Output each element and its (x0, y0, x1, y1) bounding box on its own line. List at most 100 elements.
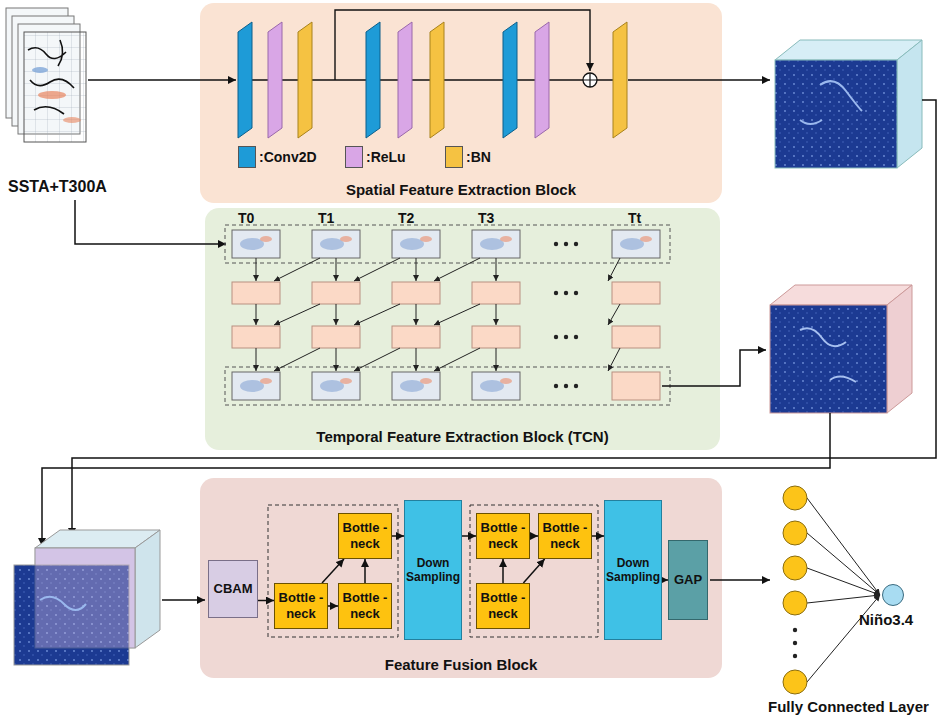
bottleneck-box: Bottle -neck (476, 513, 530, 559)
bottleneck-box: Bottle -neck (338, 583, 392, 629)
drawing-stroke (500, 236, 512, 242)
drawing-stroke (336, 304, 337, 325)
ellipsis-dot (554, 384, 558, 388)
box-label: Bottle -neck (341, 520, 389, 551)
input-arrow (75, 200, 226, 244)
drawing-stroke (496, 348, 497, 371)
tcn-unit (472, 282, 520, 304)
drawing-stroke (274, 304, 320, 325)
fc-layer (783, 486, 880, 694)
ellipsis-dot (574, 384, 578, 388)
tcn-unit (612, 282, 660, 304)
legend-swatch (445, 146, 463, 168)
ellipsis-dot (793, 641, 797, 645)
drawing-stroke (354, 304, 400, 325)
legend-text: :BN (466, 149, 491, 165)
timestep-label: T3 (478, 210, 494, 226)
connector-arrow (462, 535, 476, 537)
connector-arrow (523, 559, 544, 583)
drawing-part (335, 10, 590, 80)
ellipsis-dot (564, 291, 568, 295)
block-title: Feature Fusion Block (200, 656, 722, 673)
tcn-unit (392, 326, 440, 348)
connector-arrow (392, 535, 404, 537)
timestep-label: T2 (398, 210, 414, 226)
frame-thumbnail (312, 372, 360, 400)
feature-route (42, 413, 830, 546)
drawing-stroke (807, 595, 880, 682)
connector-arrow (258, 600, 274, 602)
legend-item: :ReLu (345, 146, 406, 168)
bottleneck-box: Bottle -neck (274, 583, 328, 629)
drawing-part (800, 81, 862, 124)
tcn-unit (312, 282, 360, 304)
drawing-part (613, 22, 627, 138)
drawing-part (135, 530, 160, 648)
drawing-stroke (608, 304, 620, 325)
drawing-stroke (260, 378, 272, 384)
ellipsis-dot (564, 242, 568, 246)
fused-feature-cube (14, 530, 160, 665)
ellipsis-dot (564, 384, 568, 388)
drawing-stroke (416, 348, 417, 371)
drawing-part (366, 22, 380, 138)
drawing-stroke (416, 304, 417, 325)
drawing-part (897, 40, 922, 168)
connector-arrow (592, 535, 604, 537)
pooling-box: GAP (668, 540, 708, 620)
neuron-circle (783, 556, 807, 580)
group-frame (268, 505, 398, 637)
drawing-stroke (256, 258, 257, 281)
connector-arrow (328, 605, 338, 607)
input-arrow (88, 79, 236, 81)
drawing-part (800, 328, 856, 382)
box-label: Bottle -neck (479, 520, 527, 551)
drawing-stroke (336, 258, 337, 281)
output-label: Niño3.4 (859, 611, 913, 628)
drawing-stroke (640, 236, 652, 242)
legend-item: :Conv2D (238, 146, 317, 168)
spatial-out-arrow (628, 79, 770, 81)
drawing-stroke (434, 348, 480, 371)
temporal-feature-cube (770, 285, 912, 413)
drawing-part (35, 548, 135, 648)
spatial-feature-cube (775, 40, 922, 168)
input-label: SSTA+T300A (8, 178, 107, 196)
drawing-stroke (256, 304, 257, 325)
connector-arrow (502, 559, 504, 583)
legend-swatch (238, 146, 256, 168)
timestep-label: T0 (238, 210, 254, 226)
timestep-label: Tt (628, 210, 641, 226)
drawing-part (583, 73, 597, 87)
drawing-part (28, 40, 74, 114)
drawing-stroke (500, 378, 512, 384)
downsampling-box: Down Sampling (404, 500, 462, 640)
layer-label: Fully Connected Layer (768, 698, 929, 715)
ellipsis-dot (574, 242, 578, 246)
output-node: Niño3.4 (882, 584, 904, 606)
group-frame (470, 505, 598, 637)
drawing-part (298, 22, 312, 138)
legend-item: :BN (445, 146, 491, 168)
ellipsis-dot (574, 291, 578, 295)
downsampling-box: Down Sampling (604, 500, 662, 640)
drawing-part (40, 597, 86, 610)
frame-thumbnail (392, 372, 440, 400)
drawing-stroke (260, 236, 272, 242)
block-title: Spatial Feature Extraction Block (200, 181, 722, 198)
drawing-stroke (340, 378, 352, 384)
drawing-part (32, 67, 48, 73)
box-label: Bottle -neck (479, 590, 527, 621)
drawing-part (398, 22, 412, 138)
connector-arrow (322, 559, 344, 583)
frame-thumbnail (472, 372, 520, 400)
drawing-stroke (274, 348, 320, 371)
bottleneck-box: Bottle -neck (338, 513, 392, 559)
block-title: Temporal Feature Extraction Block (TCN) (205, 428, 720, 445)
drawing-part (238, 22, 252, 138)
tcn-out-arrow (662, 350, 766, 386)
drawing-part (268, 22, 282, 138)
drawing-stroke (807, 533, 880, 595)
neuron-circle (783, 591, 807, 615)
block-panel: Feature Fusion BlockCBAMBottle -neckBott… (200, 478, 722, 678)
